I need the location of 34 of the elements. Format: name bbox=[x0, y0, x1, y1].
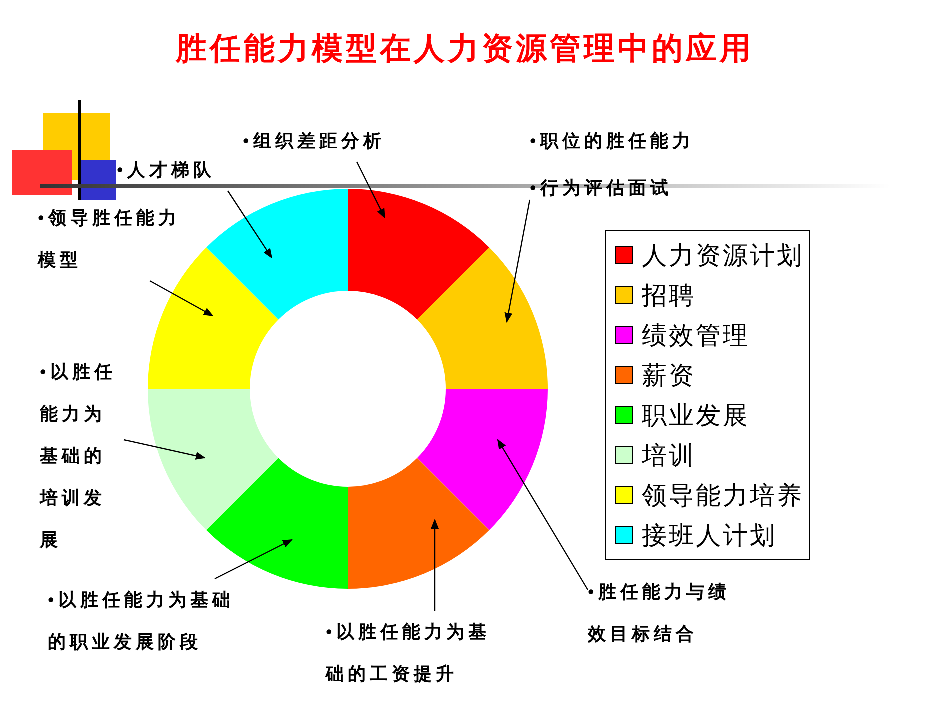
legend-label: 职业发展 bbox=[642, 402, 750, 432]
callout-text: •领导胜任能力模型 bbox=[38, 207, 182, 272]
legend-label: 人力资源计划 bbox=[642, 242, 804, 272]
callout-text: •以胜任能力为基础的工资提升 bbox=[326, 621, 492, 686]
donut-segment bbox=[417, 389, 548, 530]
leader-line bbox=[124, 439, 206, 460]
legend-label: 接班人计划 bbox=[642, 522, 777, 552]
leader-line bbox=[356, 162, 386, 219]
title: 胜任能力模型在人力资源管理中的应用 bbox=[174, 30, 755, 68]
leader-line bbox=[431, 519, 439, 611]
leader-line bbox=[228, 190, 273, 259]
callout-text: •以胜任能力为基础的职业发展阶段 bbox=[48, 589, 236, 654]
callout-text: •行为评估面试 bbox=[530, 177, 674, 200]
legend-label: 培训 bbox=[642, 442, 696, 472]
callout-text: •胜任能力与绩效目标结合 bbox=[588, 581, 732, 646]
donut-segment bbox=[148, 389, 279, 530]
callout-text: •以胜任能力为基础的培训发展 bbox=[40, 361, 118, 552]
donut-segment bbox=[348, 189, 490, 320]
legend-label: 薪资 bbox=[642, 362, 696, 392]
callout-text: •职位的胜任能力 bbox=[530, 130, 696, 153]
leader-line bbox=[214, 539, 293, 580]
donut-segment bbox=[417, 248, 548, 389]
legend-label: 绩效管理 bbox=[642, 322, 750, 352]
legend-label: 领导能力培养 bbox=[642, 482, 804, 512]
leader-line bbox=[150, 280, 214, 317]
leader-line bbox=[497, 439, 589, 590]
donut-segment bbox=[348, 458, 490, 589]
callout-text: •组织差距分析 bbox=[243, 130, 386, 153]
callout-text: •人才梯队 bbox=[117, 159, 216, 182]
leader-line bbox=[504, 200, 531, 323]
legend-label: 招聘 bbox=[642, 282, 696, 312]
donut-segment bbox=[206, 189, 348, 320]
donut-segment bbox=[148, 248, 279, 389]
donut-segment bbox=[206, 458, 348, 589]
